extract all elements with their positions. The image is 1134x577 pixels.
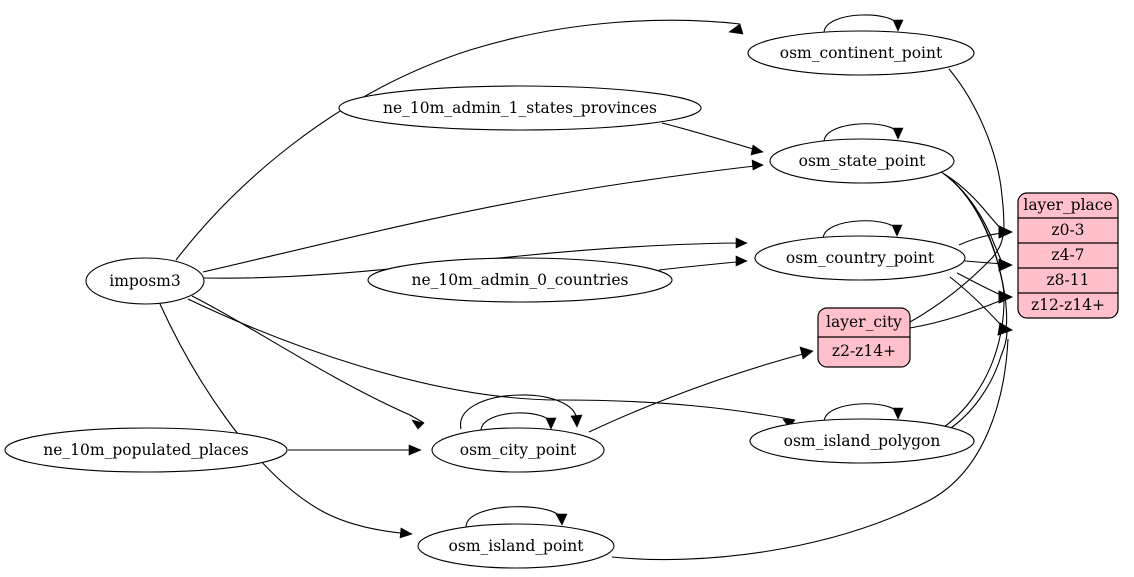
node-osm_city_point[interactable]: osm_city_point [431,427,605,473]
edge-layer_city-to-layer_place-z8-11 [909,290,1013,329]
record-layer_place[interactable]: layer_place z0-3 z4-7 z8-11 z12-z14+ [1017,192,1119,319]
edge-osm_city_point-to-layer_city [588,346,814,433]
edge-states_provinces-to-osm_state_point [661,122,764,156]
node-osm_island_point[interactable]: osm_island_point [417,523,615,569]
edge-populated_places-to-osm_city_point [288,444,422,456]
edge-imposm3-to-osm_island_polygon [187,298,796,429]
edge-layer [159,14,1013,561]
node-osm_continent_point[interactable]: osm_continent_point [747,30,975,76]
node-osm_country_point[interactable]: osm_country_point [754,235,966,281]
self-loop-osm_state_point [823,123,904,143]
self-loop-osm_city_point-inner [480,412,557,432]
edge-osm_island_point-to-layer_place-z12 [611,322,1013,561]
node-osm_island_polygon[interactable]: osm_island_polygon [749,418,975,464]
edge-osm_continent_point-to-layer_place-z0-3 [948,68,1013,239]
node-osm_state_point[interactable]: osm_state_point [769,138,955,184]
edge-admin_0_countries-to-osm_country_point [658,255,748,271]
edge-osm_island_polygon-to-layer_place-z8-11 [943,290,1013,428]
self-loop-osm_island_point [465,506,568,528]
edge-imposm3-to-osm_island_point [159,303,413,539]
self-loop-osm_country_point [822,220,903,240]
edge-layer_city-to-layer_place-z0-3 [909,225,1013,323]
edge-osm_country_point-to-layer_place-z4-7 [964,258,1013,272]
edge-imposm3-to-osm_country_point [203,237,748,279]
node-ne_10m_admin_1_states_provinces[interactable]: ne_10m_admin_1_states_provinces [338,85,702,131]
self-loop-osm_island_polygon [823,403,904,423]
edge-imposm3-to-osm_city_point [191,295,425,430]
node-ne_10m_populated_places[interactable]: ne_10m_populated_places [4,427,288,473]
node-imposm3[interactable]: imposm3 [85,257,205,305]
self-loop-osm_city_point-outer [460,394,583,430]
self-loop-osm_continent_point [823,14,904,34]
edge-imposm3-to-osm_state_point [202,159,764,273]
edge-osm_island_polygon-to-layer_place-z12 [947,322,1013,431]
node-ne_10m_admin_0_countries[interactable]: ne_10m_admin_0_countries [367,257,673,303]
node-layer: imposm3 ne_10m_admin_1_states_provinces … [4,30,975,569]
edge-imposm3-to-osm_continent_point [175,19,744,261]
record-layer_city[interactable]: layer_city z2-z14+ [817,307,911,368]
